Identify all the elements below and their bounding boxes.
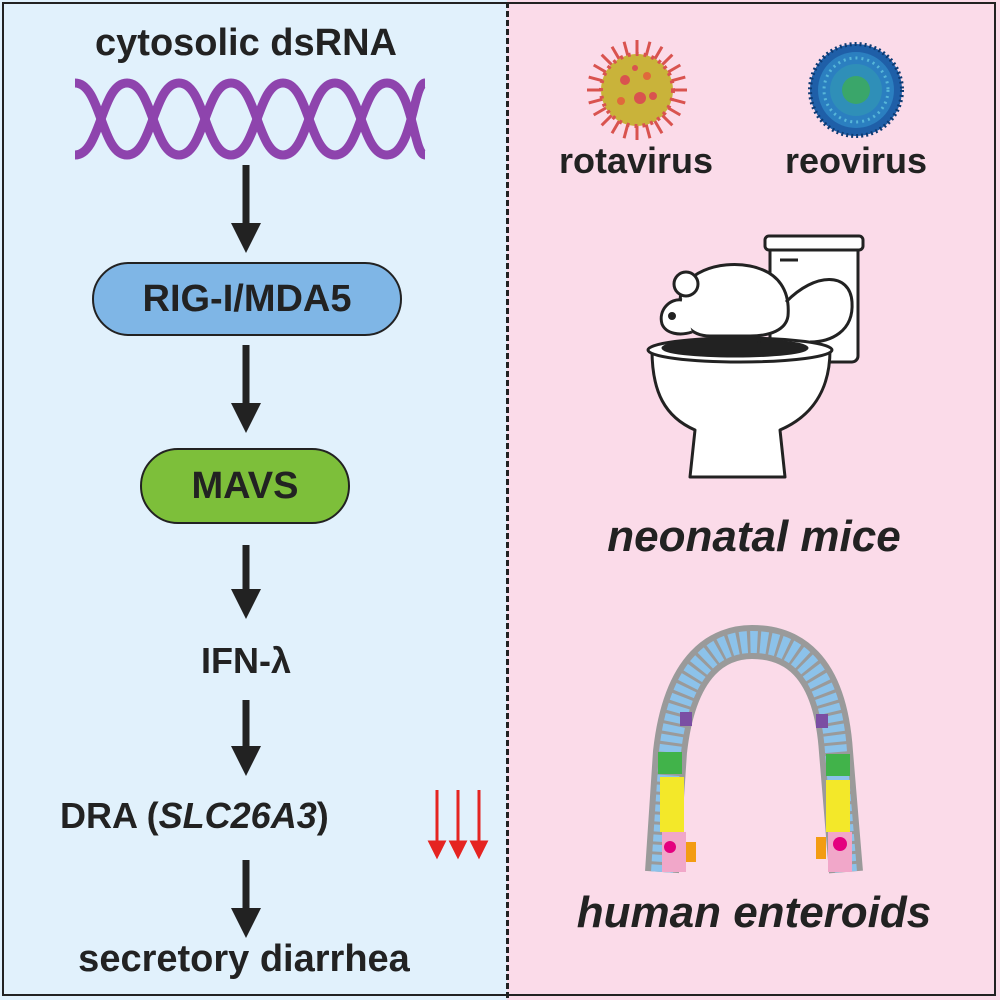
mavs-label: MAVS [191,464,299,507]
arrow-1-icon [231,165,261,253]
rig-i-mda5-node: RIG-I/MDA5 [92,262,402,336]
neonatal-mice-label: neonatal mice [607,512,901,561]
dsrna-helix-icon [74,78,428,160]
arrow-2-icon [231,345,261,433]
secretory-diarrhea-label: secretory diarrhea [78,938,410,980]
ifn-lambda-label: IFN-λ [201,640,291,681]
rotavirus-icon [587,40,687,140]
down-arrow-icon [427,790,489,860]
dra-gene-name: SLC26A3 [158,795,317,836]
rotavirus-label: rotavirus [558,140,714,181]
arrow-5-icon [231,860,261,938]
dashed-divider [506,2,509,998]
reovirus-icon [808,42,904,138]
dra-label: DRA (SLC26A3) [60,795,329,837]
mouse-on-toilet-icon [646,234,865,479]
arrow-3-icon [231,545,261,619]
dra-prefix: DRA ( [60,795,159,836]
arrow-4-icon [231,700,261,776]
enteroid-icon [645,625,863,874]
mavs-node: MAVS [140,448,350,524]
human-enteroids-label: human enteroids [576,888,932,937]
dra-suffix: ) [316,795,329,836]
dsrna-label: cytosolic dsRNA [95,22,397,64]
rig-i-mda5-label: RIG-I/MDA5 [142,277,352,320]
models-panel [507,0,1000,1000]
reovirus-label: reovirus [784,140,928,181]
